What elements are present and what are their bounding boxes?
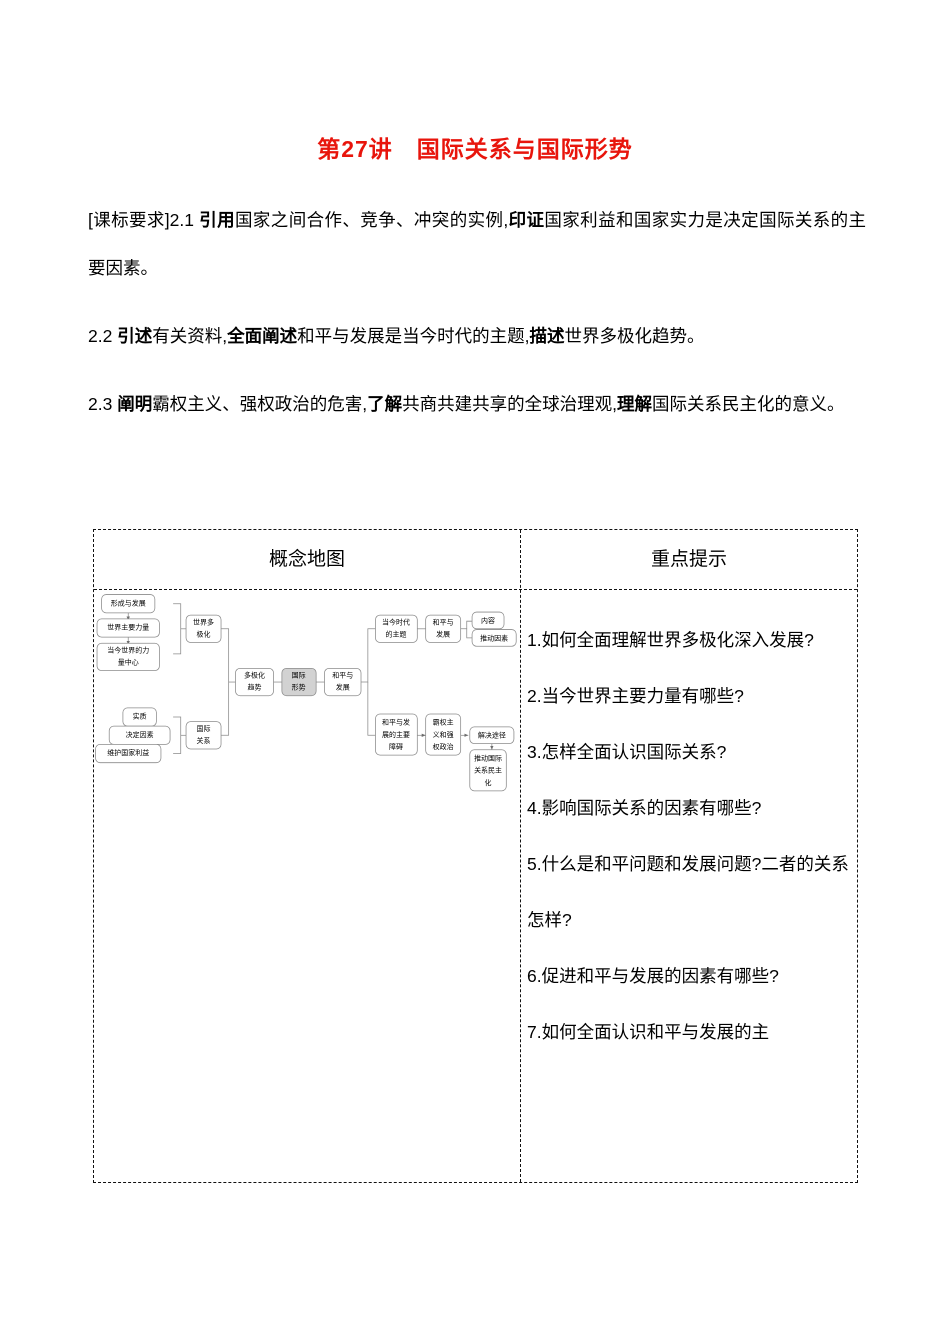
node-peace-and-development-branch: 和平与 发展 [425, 614, 462, 643]
standard-text: 国际关系民主化的意义。 [651, 394, 845, 414]
svg-text:形势: 形势 [292, 683, 306, 692]
key-point-item: 3.怎样全面认识国际关系? [527, 742, 727, 762]
standard-text: 2.2 [88, 326, 118, 346]
node-promote-democratization-line: 化 [485, 778, 492, 787]
svg-text:当今时代: 当今时代 [382, 617, 410, 626]
standard-text: 国家利益和国家实力是决定国际关系的主要因素。 [88, 210, 867, 278]
key-point-item: 5.什么是和平问题和发展问题?二者的关系怎样? [527, 854, 849, 930]
node-formation-and-development: 形成与发展 [101, 594, 156, 614]
node-international-situation: 国际 形势 [281, 667, 317, 697]
node-safeguard-national-interests: 维护国家利益 [95, 744, 162, 764]
svg-text:国际: 国际 [197, 724, 211, 733]
table-header-key-points: 重点提示 [650, 549, 727, 570]
svg-text:当今世界的力: 当今世界的力 [107, 645, 149, 654]
standard-paragraph-2-1: [课标要求]2.1 引用国家之间合作、竞争、冲突的实例,印证国家利益和国家实力是… [88, 196, 866, 292]
link-bracket-peace-upper [361, 628, 376, 683]
standard-emphasis: 引述 [117, 326, 153, 346]
svg-text:多极化: 多极化 [244, 671, 265, 680]
concept-map-diagram: 形成与发展 世界主要力量 当今世界的力 量中心 世界多 极化 [95, 594, 462, 764]
key-points-cell: 1.如何全面理解世界多极化深入发展? 2.当今世界主要力量有哪些? 3.怎样全面… [521, 590, 859, 1183]
svg-text:量中心: 量中心 [118, 658, 139, 667]
svg-text:发展: 发展 [436, 629, 450, 638]
svg-text:决定因素: 决定因素 [126, 730, 154, 739]
key-point-item: 1.如何全面理解世界多极化深入发展? [527, 630, 814, 650]
standard-emphasis: 了解 [367, 394, 403, 414]
curriculum-standards: [课标要求]2.1 引用国家之间合作、竞争、冲突的实例,印证国家利益和国家实力是… [88, 196, 866, 428]
node-peace-and-development: 和平与 发展 [324, 667, 362, 697]
standard-paragraph-2-2: 2.2 引述有关资料,全面阐述和平与发展是当今时代的主题,描述世界多极化趋势。 [88, 312, 866, 360]
node-main-obstacles: 和平与发 展的主要 障碍 [375, 713, 418, 756]
standard-text: 共商共建共享的全球治理观, [402, 394, 617, 414]
svg-text:极化: 极化 [197, 629, 211, 638]
standard-emphasis: 阐明 [117, 394, 153, 414]
svg-text:关系: 关系 [197, 736, 211, 745]
key-point-item: 4.影响国际关系的因素有哪些? [527, 798, 762, 818]
table-header-row [94, 530, 857, 590]
page-title: 第27讲 国际关系与国际形势 [317, 136, 633, 162]
svg-text:实质: 实质 [133, 712, 147, 721]
link-bracket-peace-content [460, 620, 473, 630]
node-hegemonism-power-politics: 霸权主 义和强 权政治 [425, 713, 462, 756]
standard-text: 世界多极化趋势。 [564, 326, 705, 346]
concept-map-cell: 形成与发展 世界主要力量 当今世界的力 量中心 世界多 极化 [94, 590, 520, 1183]
standard-text: [课标要求]2.1 [88, 210, 200, 230]
link-bracket-peace-lower [367, 682, 376, 736]
standard-emphasis: 引用 [199, 210, 236, 230]
node-international-relations: 国际 关系 [185, 721, 222, 750]
svg-text:发展: 发展 [336, 683, 350, 692]
svg-text:和平与发: 和平与发 [382, 718, 410, 727]
standard-emphasis: 理解 [616, 394, 652, 414]
link-bracket-peace-drivers [466, 628, 473, 639]
node-content: 内容 [471, 611, 505, 630]
key-point-item: 6.促进和平与发展的因素有哪些? [527, 966, 779, 986]
node-solution-path: 解决途径 [469, 726, 515, 745]
node-driving-factors: 推动因素 [471, 629, 517, 647]
node-promote-democratization-line: 关系民主 [474, 766, 502, 775]
standard-emphasis: 描述 [529, 326, 565, 346]
svg-text:维护国家利益: 维护国家利益 [107, 748, 149, 757]
node-power-centers: 当今世界的力 量中心 [96, 642, 160, 672]
key-point-item: 2.当今世界主要力量有哪些? [527, 686, 744, 706]
key-point-item: 7.如何全面认识和平与发展的主 [527, 1022, 770, 1042]
svg-text:国际: 国际 [292, 671, 306, 680]
svg-text:义和强: 义和强 [433, 730, 454, 739]
svg-text:形成与发展: 形成与发展 [111, 598, 146, 607]
standard-text: 霸权主义、强权政治的危害, [152, 394, 368, 414]
table-column-divider [520, 530, 521, 1182]
standard-text: 2.3 [88, 394, 118, 414]
svg-text:展的主要: 展的主要 [382, 730, 410, 739]
svg-text:障碍: 障碍 [389, 742, 403, 751]
concept-table: 概念地图 重点提示 [93, 529, 858, 1183]
node-multipolarization-trend: 多极化 趋势 [235, 667, 274, 697]
standard-text: 有关资料, [152, 326, 228, 346]
node-solution-path-line: 解决途径 [478, 731, 506, 740]
svg-text:趋势: 趋势 [248, 683, 262, 692]
node-content-line: 内容 [481, 616, 495, 625]
node-driving-factors-line: 推动因素 [480, 633, 508, 642]
standard-emphasis: 全面阐述 [227, 326, 298, 346]
node-promote-democratization-line: 推动国际 [474, 753, 502, 762]
svg-text:和平与: 和平与 [433, 617, 454, 626]
svg-text:权政治: 权政治 [433, 742, 454, 751]
standard-emphasis: 印证 [508, 210, 545, 230]
node-theme-of-the-era: 当今时代 的主题 [375, 614, 418, 643]
table-header-concept-map: 概念地图 [268, 549, 345, 570]
node-world-major-powers: 世界主要力量 [96, 618, 160, 638]
svg-text:的主题: 的主题 [386, 629, 407, 638]
svg-text:霸权主: 霸权主 [433, 718, 454, 727]
svg-text:世界多: 世界多 [193, 617, 214, 626]
standard-paragraph-2-3: 2.3 阐明霸权主义、强权政治的危害,了解共商共建共享的全球治理观,理解国际关系… [88, 380, 866, 428]
node-world-multipolarization: 世界多 极化 [185, 614, 222, 643]
svg-text:世界主要力量: 世界主要力量 [107, 623, 149, 632]
standard-text: 国家之间合作、竞争、冲突的实例, [235, 210, 509, 230]
standard-text: 和平与发展是当今时代的主题, [297, 326, 530, 346]
svg-text:和平与: 和平与 [332, 671, 353, 680]
